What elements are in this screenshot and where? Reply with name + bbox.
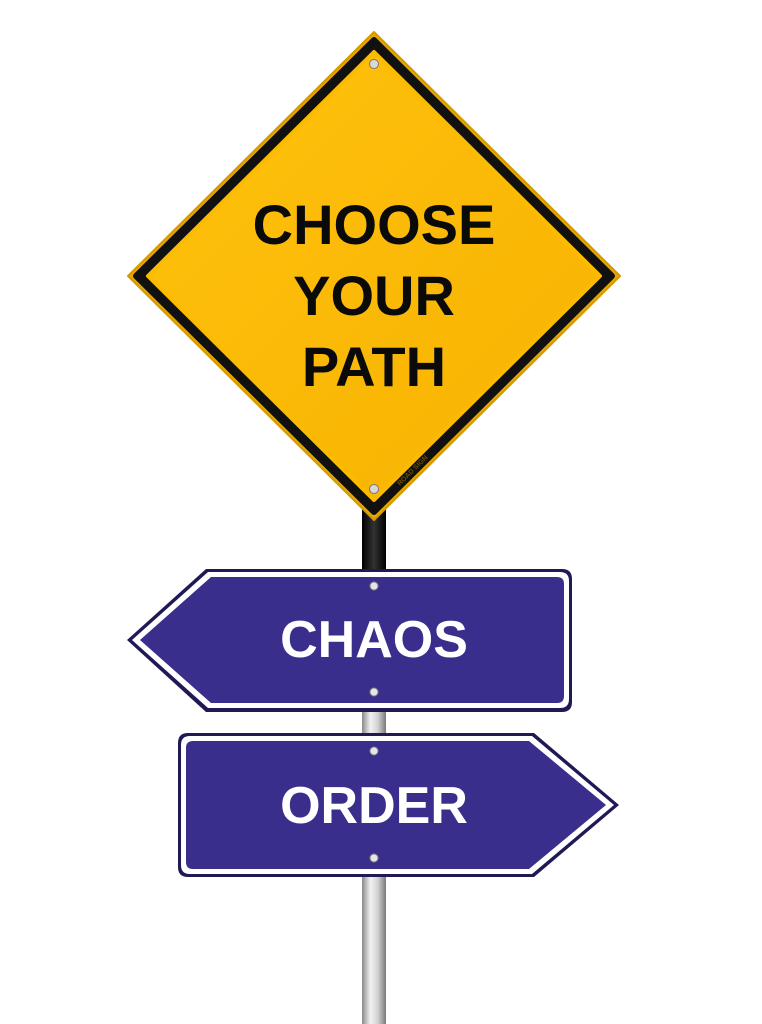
chaos-arrow-sign: CHAOS [127, 569, 572, 712]
warning-sign-line-3: PATH [302, 335, 446, 398]
order-sign-bolt-bottom [369, 853, 379, 863]
warning-sign-line-2: YOUR [293, 264, 455, 327]
warning-sign: CHOOSE YOUR PATH ROAD SIGN [127, 31, 621, 521]
order-arrow-sign: ORDER [178, 733, 619, 877]
warning-sign-bolt-bottom [369, 484, 379, 494]
chaos-arrow-sign-face [140, 577, 564, 703]
warning-sign-face [146, 50, 602, 502]
chaos-arrow-label: CHAOS [280, 611, 468, 669]
chaos-sign-bolt-bottom [369, 687, 379, 697]
chaos-sign-bolt-top [369, 581, 379, 591]
order-sign-bolt-top [369, 746, 379, 756]
warning-sign-line-1: CHOOSE [253, 193, 496, 256]
warning-sign-bolt-top [369, 59, 379, 69]
order-arrow-sign-face [186, 741, 606, 869]
order-arrow-label: ORDER [280, 777, 468, 835]
